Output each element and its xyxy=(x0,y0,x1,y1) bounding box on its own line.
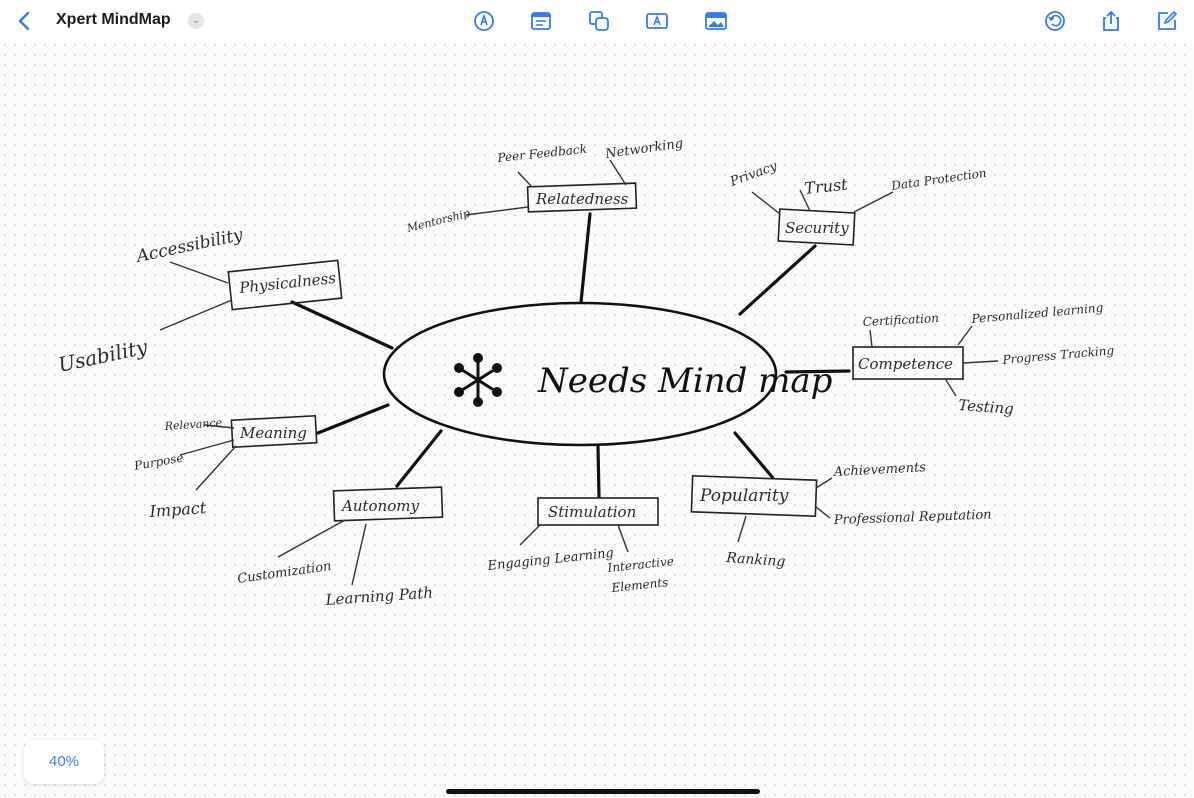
competence-child: Testing xyxy=(958,396,1015,418)
competence-child: Certification xyxy=(862,311,939,329)
relatedness-node: Relatedness xyxy=(535,190,629,208)
center-node-label: Needs Mind map xyxy=(537,361,832,401)
autonomy-child: Learning Path xyxy=(324,584,433,610)
competence-child: Personalized learning xyxy=(970,301,1104,327)
edit-icon[interactable] xyxy=(1155,9,1179,33)
note-icon[interactable] xyxy=(529,9,553,33)
popularity-node: Popularity xyxy=(699,486,789,506)
physicalness-child: Usability xyxy=(56,334,150,376)
back-chevron-icon[interactable] xyxy=(14,8,36,34)
document-title[interactable]: Xpert MindMap xyxy=(56,11,171,28)
share-icon[interactable] xyxy=(1099,9,1123,33)
top-toolbar: Xpert MindMap ⌄ xyxy=(0,0,1194,44)
autonomy-child: Customization xyxy=(236,559,332,587)
security-child: Privacy xyxy=(727,159,780,190)
undo-icon[interactable] xyxy=(1043,9,1067,33)
meaning-child: Purpose xyxy=(132,451,184,474)
pen-icon[interactable] xyxy=(472,9,496,33)
stimulation-child: Engaging Learning xyxy=(486,546,615,574)
popularity-child: Ranking xyxy=(725,550,786,570)
meaning-child: Relevance xyxy=(163,416,223,433)
competence-child: Progress Tracking xyxy=(1001,343,1115,367)
meaning-node: Meaning xyxy=(239,424,307,442)
stimulation-child: Elements xyxy=(610,575,669,595)
text-box-icon[interactable] xyxy=(645,9,669,33)
physicalness-child: Accessibility xyxy=(133,225,245,267)
security-child: Trust xyxy=(803,175,849,198)
relatedness-child: Networking xyxy=(603,136,684,162)
relatedness-child: Peer Feedback xyxy=(496,142,588,165)
home-indicator xyxy=(446,789,760,794)
autonomy-node: Autonomy xyxy=(340,497,419,515)
physicalness-node: Physicalness xyxy=(238,269,337,297)
popularity-child: Professional Reputation xyxy=(833,508,992,529)
shapes-icon[interactable] xyxy=(587,9,611,33)
security-child: Data Protection xyxy=(889,166,987,193)
competence-node: Competence xyxy=(858,355,953,373)
zoom-level-indicator[interactable]: 40% xyxy=(24,740,104,784)
meaning-child: Impact xyxy=(148,498,207,521)
relatedness-child: Mentorship xyxy=(405,207,472,235)
title-menu-chevron-icon[interactable]: ⌄ xyxy=(188,13,204,29)
stimulation-child: Interactive xyxy=(606,554,675,575)
image-icon[interactable] xyxy=(704,9,728,33)
asterisk-icon xyxy=(454,353,502,407)
security-node: Security xyxy=(785,219,849,237)
stimulation-node: Stimulation xyxy=(548,503,636,521)
popularity-child: Achievements xyxy=(832,460,926,480)
